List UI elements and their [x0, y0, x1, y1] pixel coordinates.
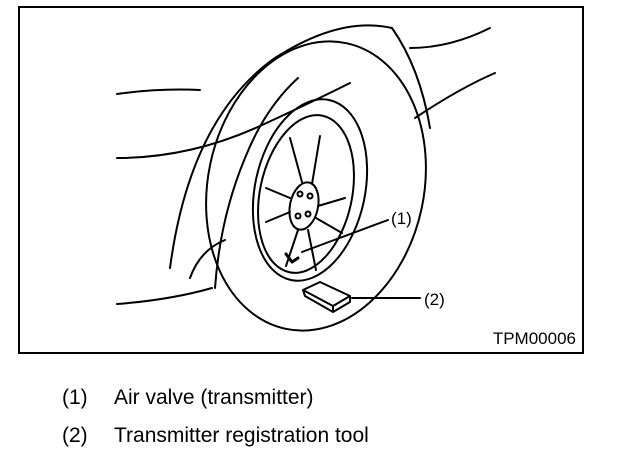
- spoke-4: [265, 187, 291, 223]
- lug-nut: [294, 212, 302, 220]
- air-valve: [284, 252, 300, 264]
- leader-line-1: [301, 219, 389, 253]
- figure-frame: (1) (2) TPM00006: [18, 6, 584, 354]
- door-line-3: [414, 72, 496, 119]
- door-line-1: [391, 27, 431, 129]
- legend-row-1: (1) Air valve (transmitter): [62, 386, 314, 410]
- bumper-curve: [189, 239, 226, 279]
- lug-nut: [304, 210, 312, 218]
- fender-arch-outer: [169, 24, 393, 269]
- car-body-side-line: [116, 82, 351, 159]
- door-line-2: [409, 27, 491, 49]
- callout-label-2: (2): [424, 290, 445, 309]
- registration-tool-side: [302, 289, 351, 313]
- registration-tool: [302, 281, 351, 307]
- legend-row-2: (2) Transmitter registration tool: [62, 424, 369, 448]
- legend-text: Air valve (transmitter): [114, 386, 314, 409]
- spoke-2: [315, 197, 346, 234]
- car-lower-line: [116, 287, 213, 305]
- car-body-upper-line: [116, 88, 201, 95]
- rim-outer: [257, 114, 355, 274]
- figure-code: TPM00006: [492, 329, 576, 348]
- legend-number: (1): [62, 386, 88, 409]
- tire-inner: [251, 98, 369, 282]
- fender-arch-inner: [214, 77, 299, 289]
- tire-outer: [205, 40, 427, 332]
- lug-nut: [296, 190, 304, 198]
- wheel-illustration: [116, 24, 496, 332]
- spoke-3: [285, 229, 317, 271]
- wheel-hub: [288, 181, 320, 231]
- legend-text: Transmitter registration tool: [114, 424, 369, 447]
- callout-label-1: (1): [391, 209, 412, 228]
- spoke-1: [289, 135, 321, 185]
- lug-nut: [306, 192, 314, 200]
- legend-number: (2): [62, 424, 88, 447]
